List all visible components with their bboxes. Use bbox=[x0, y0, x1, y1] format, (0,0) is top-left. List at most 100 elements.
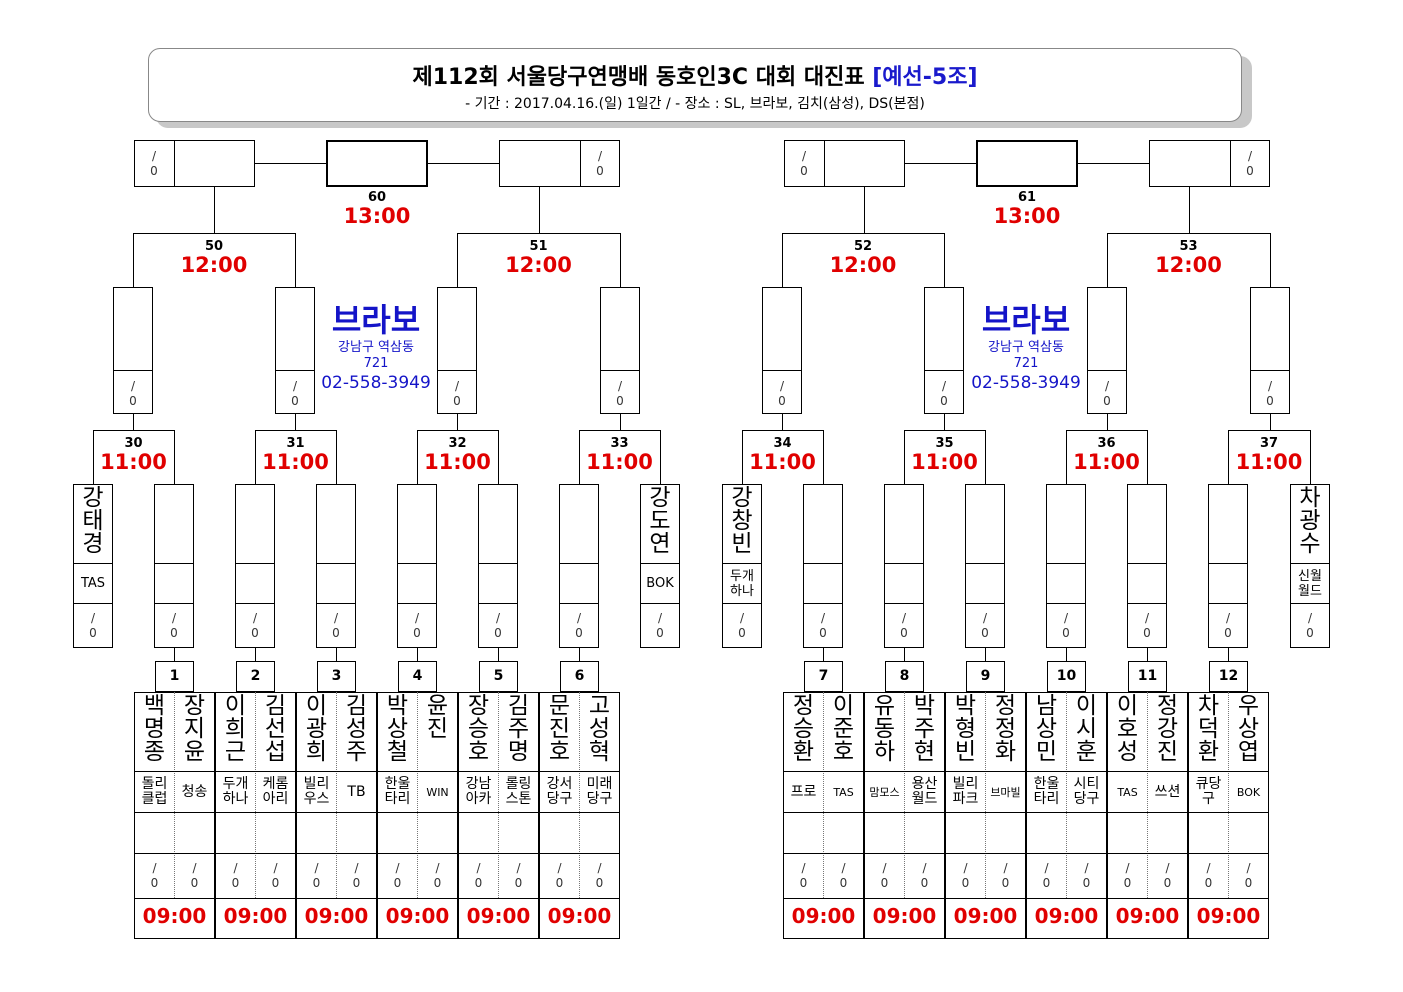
final-winner-box[interactable] bbox=[326, 140, 428, 187]
seed-slot[interactable] bbox=[73, 484, 113, 648]
semi-bracket bbox=[457, 233, 458, 287]
slot-line bbox=[1087, 370, 1127, 371]
advance-slot[interactable] bbox=[1208, 484, 1248, 648]
quarter-slot[interactable] bbox=[600, 287, 640, 414]
match-connector bbox=[944, 414, 945, 430]
slot-line bbox=[1046, 603, 1086, 604]
quarter-slot[interactable] bbox=[924, 287, 964, 414]
player-name: 김성주 bbox=[345, 693, 368, 765]
player-club: TAS bbox=[833, 785, 854, 799]
advance-slot[interactable] bbox=[1127, 484, 1167, 648]
player-club: 한울 타리 bbox=[384, 776, 411, 807]
game-row-line bbox=[134, 771, 215, 772]
advance-slot[interactable] bbox=[803, 484, 843, 648]
top-winner-box[interactable] bbox=[499, 140, 620, 187]
match-bracket bbox=[904, 430, 985, 431]
player-club: 강남 아카 bbox=[465, 776, 492, 807]
advance-slot[interactable] bbox=[1046, 484, 1086, 648]
match-bracket bbox=[1147, 430, 1148, 484]
top-winner-box[interactable] bbox=[134, 140, 255, 187]
slot-line bbox=[965, 563, 1005, 564]
game-row-line bbox=[134, 898, 215, 899]
final-connector bbox=[905, 163, 976, 164]
slot-line bbox=[965, 603, 1005, 604]
seed-slot[interactable] bbox=[640, 484, 680, 648]
player-divider bbox=[255, 692, 256, 898]
advance-slot[interactable] bbox=[559, 484, 599, 648]
slot-line bbox=[275, 370, 315, 371]
slot-score: / 0 bbox=[413, 610, 421, 640]
game-row-line bbox=[539, 898, 620, 899]
advance-slot[interactable] bbox=[884, 484, 924, 648]
match-connector bbox=[1107, 414, 1108, 430]
game-row-line bbox=[215, 853, 296, 854]
top-winner-score: / 0 bbox=[800, 148, 808, 178]
advance-slot[interactable] bbox=[316, 484, 356, 648]
player-club: 한울 타리 bbox=[1033, 776, 1060, 807]
match-connector bbox=[620, 414, 621, 430]
game-row-line bbox=[215, 812, 296, 813]
player-name: 박상철 bbox=[386, 693, 409, 765]
semi-connector bbox=[214, 187, 215, 233]
semi-bracket bbox=[457, 233, 620, 234]
game-time-9: 09:00 bbox=[953, 904, 1018, 928]
quarter-score: / 0 bbox=[1266, 378, 1274, 408]
game-number-5: 5 bbox=[479, 661, 518, 692]
quarter-slot[interactable] bbox=[437, 287, 477, 414]
game-row-line bbox=[458, 771, 539, 772]
player-name: 차덕환 bbox=[1197, 693, 1220, 765]
final-match-number: 61 bbox=[1017, 190, 1037, 205]
match-bracket bbox=[255, 430, 256, 484]
match-connector bbox=[782, 414, 783, 430]
match-bracket bbox=[742, 430, 823, 431]
player-name: 문진호 bbox=[548, 693, 571, 765]
slot-line bbox=[924, 370, 964, 371]
player-score: / 0 bbox=[920, 860, 929, 890]
player-divider bbox=[498, 692, 499, 898]
quarter-slot[interactable] bbox=[113, 287, 153, 414]
player-club: 프로 bbox=[790, 783, 817, 800]
player-club: 미래 당구 bbox=[586, 776, 613, 807]
slot-score: / 0 bbox=[494, 610, 502, 640]
slot-score: / 0 bbox=[1062, 610, 1070, 640]
game-row-line bbox=[215, 771, 296, 772]
semi-connector bbox=[1189, 187, 1190, 233]
advance-slot[interactable] bbox=[397, 484, 437, 648]
slot-line bbox=[113, 370, 153, 371]
round1-match-time: 11:00 bbox=[424, 450, 491, 474]
advance-slot[interactable] bbox=[965, 484, 1005, 648]
final-winner-box[interactable] bbox=[976, 140, 1078, 187]
slot-score: / 0 bbox=[89, 610, 97, 640]
advance-slot[interactable] bbox=[235, 484, 275, 648]
player-score: / 0 bbox=[839, 860, 848, 890]
game-row-line bbox=[945, 812, 1026, 813]
match-connector bbox=[457, 414, 458, 430]
top-winner-box[interactable] bbox=[1149, 140, 1270, 187]
semi-match-number: 50 bbox=[204, 239, 224, 254]
match-bracket bbox=[742, 430, 743, 484]
player-score: / 0 bbox=[555, 860, 564, 890]
player-name: 이호성 bbox=[1116, 693, 1139, 765]
player-score: / 0 bbox=[312, 860, 321, 890]
quarter-slot[interactable] bbox=[1087, 287, 1127, 414]
quarter-slot[interactable] bbox=[762, 287, 802, 414]
semi-bracket bbox=[620, 233, 621, 287]
game-row-line bbox=[783, 898, 864, 899]
advance-slot[interactable] bbox=[154, 484, 194, 648]
player-score: / 0 bbox=[150, 860, 159, 890]
semi-bracket bbox=[782, 233, 944, 234]
slot-score: / 0 bbox=[1143, 610, 1151, 640]
seed-slot[interactable] bbox=[722, 484, 762, 648]
round1-match-time: 11:00 bbox=[911, 450, 978, 474]
semi-connector bbox=[539, 187, 540, 233]
game-number-6: 6 bbox=[560, 661, 599, 692]
slot-line bbox=[600, 370, 640, 371]
advance-slot[interactable] bbox=[478, 484, 518, 648]
game-time-7: 09:00 bbox=[791, 904, 856, 928]
top-winner-box[interactable] bbox=[784, 140, 905, 187]
seed-slot[interactable] bbox=[1290, 484, 1330, 648]
quarter-slot[interactable] bbox=[275, 287, 315, 414]
top-box-divider bbox=[580, 140, 581, 187]
player-club: BOK bbox=[1236, 785, 1261, 799]
quarter-slot[interactable] bbox=[1250, 287, 1290, 414]
